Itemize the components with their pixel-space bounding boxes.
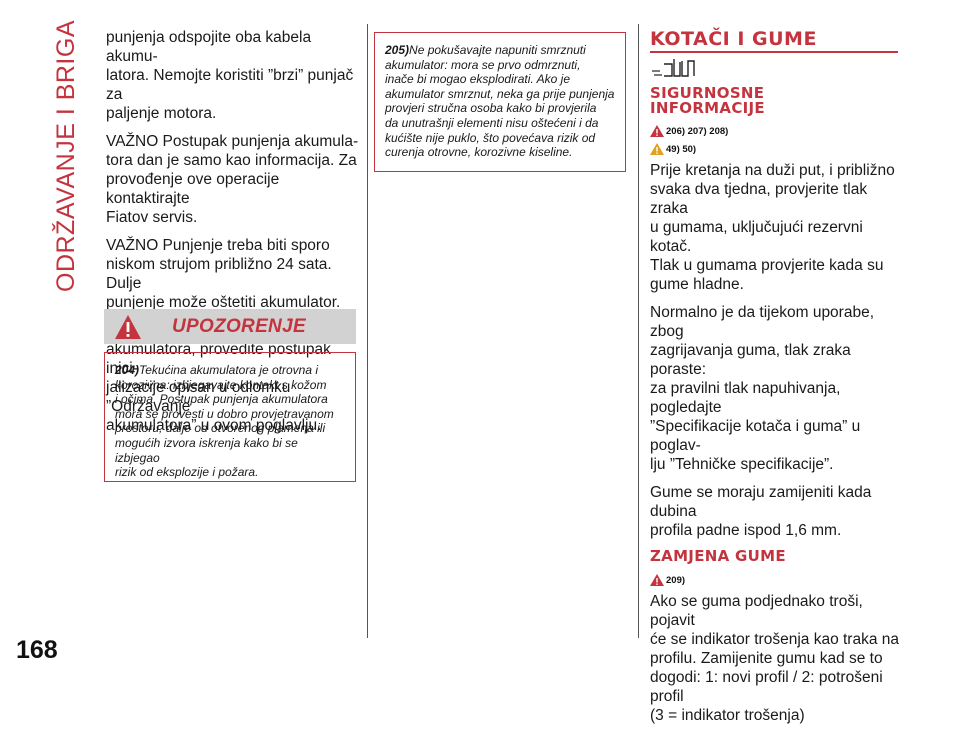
column-3: KOTAČI I GUME SIGURNOSNE INFORMACIJE 206… [650, 28, 902, 734]
paragraph-pressure-rise: Normalno je da tijekom uporabe, zbog zag… [650, 304, 875, 473]
warning-triangle-icon [650, 125, 664, 137]
paragraph-3: VAŽNO Punjenje treba biti sporo niskom s… [106, 237, 341, 311]
subheading-safety: SIGURNOSNE INFORMACIJE [650, 84, 765, 117]
caution-ref-1: 49) 50) [650, 143, 902, 155]
column-divider-1 [367, 24, 368, 638]
subheading-tire-change: ZAMJENA GUME [650, 547, 786, 565]
tire-chain-icon [652, 59, 695, 77]
warning-box-204: 204)Tekućina akumulatora je otrovna i ko… [104, 352, 356, 482]
caution-triangle-icon [650, 143, 664, 155]
warning-205-number: 205) [385, 43, 410, 57]
warning-triangle-icon [115, 315, 141, 339]
page-number: 168 [16, 636, 58, 664]
warning-ref-2: 209) [650, 574, 902, 586]
warning-204-number: 204) [115, 363, 140, 377]
warning-banner: UPOZORENJE [104, 309, 356, 344]
heading-rule [650, 51, 898, 53]
column-divider-2 [638, 24, 639, 638]
paragraph-tread-depth: Gume se moraju zamijeniti kada dubina pr… [650, 484, 872, 539]
warning-205-text: 205)Ne pokušavajte napuniti smrznuti aku… [385, 43, 615, 160]
paragraph-1: punjenja odspojite oba kabela akumu- lat… [106, 29, 354, 122]
warning-triangle-icon [650, 574, 664, 586]
warning-banner-label: UPOZORENJE [172, 316, 306, 337]
warning-204-text: 204)Tekućina akumulatora je otrovna i ko… [115, 363, 334, 480]
paragraph-tire-pressure: Prije kretanja na duži put, i približno … [650, 162, 895, 293]
warning-box-205: 205)Ne pokušavajte napuniti smrznuti aku… [374, 32, 626, 172]
chapter-side-title: ODRŽAVANJE I BRIGA [52, 19, 80, 292]
section-heading: KOTAČI I GUME [650, 28, 817, 50]
warning-ref-1: 206) 207) 208) [650, 125, 902, 137]
column-1: punjenja odspojite oba kabela akumu- lat… [106, 28, 362, 444]
paragraph-wear-indicator: Ako se guma podjednako troši, pojavit će… [650, 593, 899, 724]
paragraph-2: VAŽNO Postupak punjenja akumula- tora da… [106, 133, 359, 226]
